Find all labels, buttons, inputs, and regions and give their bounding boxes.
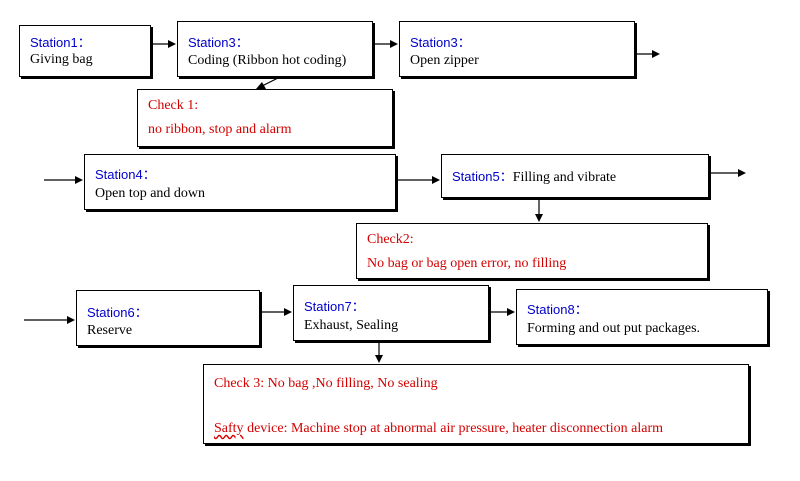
station3-coding-box: Station3： Coding (Ribbon hot coding): [177, 21, 373, 77]
check1-text: no ribbon, stop and alarm: [148, 122, 292, 137]
arrow-in-s4: [44, 176, 83, 184]
station4-label: Station4：: [95, 167, 156, 182]
station3-zipper-label: Station3：: [410, 35, 471, 50]
station6-box: Station6： Reserve: [76, 290, 260, 346]
arrow-s7-check3: [375, 341, 383, 363]
station5-text: Filling and vibrate: [512, 170, 617, 185]
station4-box: Station4： Open top and down: [84, 154, 396, 210]
station1-text: Giving bag: [30, 52, 93, 67]
station3-zipper-text: Open zipper: [410, 53, 479, 68]
safety-word: Safty: [214, 421, 244, 436]
station7-text: Exhaust, Sealing: [304, 318, 399, 333]
arrow-s6-s7: [262, 308, 292, 316]
check3-text: Check 3: No bag ,No filling, No sealing: [214, 376, 438, 391]
arrow-s3-out: [635, 50, 660, 58]
check2-title: Check2:: [367, 232, 414, 247]
station3-coding-label: Station3：: [188, 35, 249, 50]
station8-label: Station8：: [527, 302, 588, 317]
station7-box: Station7： Exhaust, Sealing: [293, 285, 489, 341]
station8-box: Station8： Forming and out put packages.: [516, 289, 768, 345]
arrow-s1-s3: [151, 40, 176, 48]
station4-text: Open top and down: [95, 186, 206, 201]
station8-text: Forming and out put packages.: [527, 321, 701, 336]
arrow-s3-s3: [373, 40, 398, 48]
station5-label: Station5：: [452, 169, 513, 184]
station6-text: Reserve: [87, 323, 133, 338]
safety-device-text: Safty device: Machine stop at abnormal a…: [214, 421, 663, 437]
arrow-s4-s5: [396, 176, 440, 184]
station5-box: Station5：Filling and vibrate: [441, 154, 709, 198]
station1-box: Station1： Giving bag: [19, 25, 151, 77]
arrow-s7-s8: [489, 308, 515, 316]
station1-label: Station1：: [30, 35, 91, 50]
station3-coding-text: Coding (Ribbon hot coding): [188, 53, 347, 68]
check2-box: Check2: No bag or bag open error, no fil…: [356, 223, 708, 279]
arrow-in-s6: [24, 316, 75, 324]
check1-title: Check 1:: [148, 98, 199, 113]
arrow-s5-check2: [535, 198, 543, 222]
check2-text: No bag or bag open error, no filling: [367, 256, 567, 271]
station3-zipper-box: Station3： Open zipper: [399, 21, 635, 77]
arrow-s5-out: [709, 169, 746, 177]
safety-rest: device: Machine stop at abnormal air pre…: [243, 421, 664, 436]
station7-label: Station7：: [304, 299, 365, 314]
check3-box: Check 3: No bag ,No filling, No sealing …: [203, 364, 749, 444]
station6-label: Station6：: [87, 305, 148, 320]
arrow-s3-check1: [256, 76, 281, 89]
check1-box: Check 1: no ribbon, stop and alarm: [137, 89, 393, 147]
